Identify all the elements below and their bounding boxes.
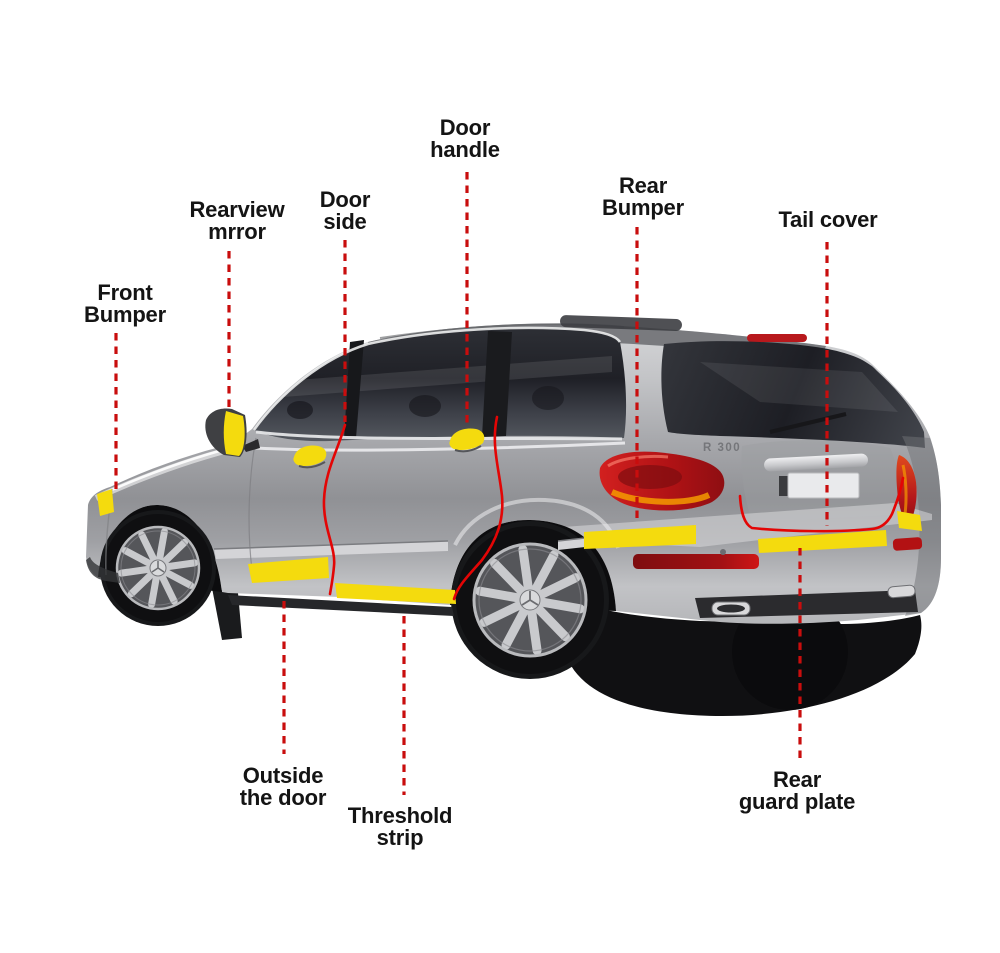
outline-tailgate-edge bbox=[738, 476, 905, 533]
wheel-spoke bbox=[533, 604, 570, 642]
plate-light-housing bbox=[779, 476, 788, 496]
rear-bumper-details bbox=[633, 537, 923, 618]
belt-trim bbox=[255, 430, 623, 441]
parking-sensor bbox=[720, 549, 726, 555]
rear-window bbox=[661, 341, 925, 448]
highlight-front-bumper bbox=[97, 489, 114, 516]
wheel-spoke bbox=[479, 600, 524, 627]
side-windows bbox=[252, 326, 627, 442]
exhaust-right bbox=[887, 584, 916, 599]
wheel-spoke bbox=[148, 574, 160, 608]
reflector-left bbox=[633, 554, 759, 569]
sunroof bbox=[560, 315, 682, 331]
wheel-spoke bbox=[138, 531, 158, 563]
wheel-spoke bbox=[537, 597, 585, 614]
highlight-rear-door-handle bbox=[449, 428, 485, 451]
tailgate: R 300 bbox=[703, 440, 898, 522]
wheel-spoke bbox=[121, 547, 153, 567]
highlight-corner-strip bbox=[897, 511, 922, 531]
molding-front bbox=[214, 541, 448, 559]
arch-highlight bbox=[453, 497, 620, 549]
diffuser bbox=[695, 590, 918, 618]
rocker-panel bbox=[228, 595, 454, 616]
door-handles bbox=[293, 428, 485, 469]
outline-front-door-edge bbox=[322, 423, 347, 596]
beltline-highlight bbox=[254, 441, 626, 452]
wheel-spoke bbox=[117, 565, 152, 577]
wheel-spoke bbox=[156, 528, 168, 562]
wheel-spoke bbox=[518, 544, 533, 593]
window-trim-top bbox=[252, 326, 622, 431]
wheel-spoke bbox=[536, 573, 581, 600]
wheel-spoke bbox=[127, 571, 155, 598]
wheel-spoke bbox=[501, 606, 529, 650]
badge-r300: R 300 bbox=[703, 442, 741, 454]
wheel-spoke bbox=[531, 550, 559, 594]
highlight-rear-bumper-strip bbox=[584, 525, 696, 549]
highlight-threshold-strip bbox=[335, 583, 456, 604]
wheel-spoke bbox=[163, 569, 195, 589]
tailgate-chrome-bar bbox=[764, 453, 868, 472]
highlight-tail-cover-strip bbox=[758, 530, 887, 553]
b-pillar bbox=[344, 340, 364, 439]
rear-wiper bbox=[769, 412, 847, 434]
wheel-spoke bbox=[164, 559, 199, 571]
rearview-mirror-housing bbox=[205, 408, 260, 457]
wheel-spoke bbox=[158, 573, 178, 605]
wheel-spoke bbox=[475, 586, 523, 603]
third-brake-light bbox=[747, 334, 807, 342]
highlight-mirror bbox=[223, 411, 245, 456]
reflector-right bbox=[892, 537, 923, 551]
tail-light-right bbox=[896, 455, 917, 527]
front-wheel bbox=[100, 510, 216, 626]
wheel-spoke bbox=[527, 607, 542, 656]
door-edge-outlines bbox=[322, 415, 905, 601]
rear-wheel bbox=[451, 521, 609, 679]
tail-light-left bbox=[599, 451, 725, 511]
wheel-spoke bbox=[161, 538, 189, 565]
wheel-spoke bbox=[490, 558, 527, 596]
c-pillar bbox=[482, 331, 512, 437]
outline-rear-door-edge bbox=[452, 415, 504, 601]
highlight-front-door-handle bbox=[293, 445, 327, 467]
license-plate bbox=[787, 472, 860, 499]
highlight-outside-door-strip bbox=[248, 557, 329, 583]
rear-corner-shade bbox=[902, 436, 941, 616]
protection-highlights bbox=[97, 489, 922, 604]
